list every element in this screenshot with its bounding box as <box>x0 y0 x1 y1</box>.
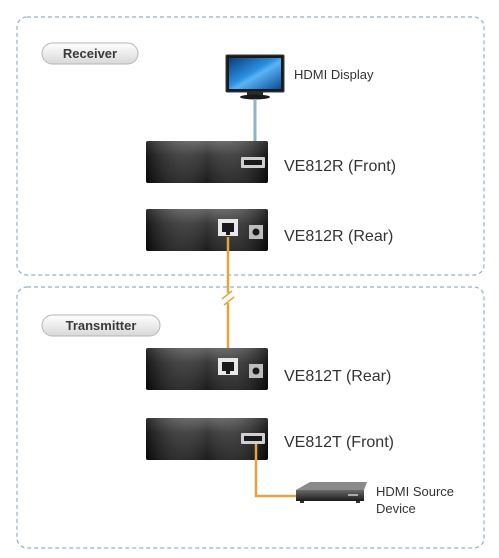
hdmi-port-icon <box>241 433 265 444</box>
hdmi-source-label-line1: HDMI Source <box>376 484 454 499</box>
ve812t-front-label: VE812T (Front) <box>284 434 394 451</box>
ve812t-rear-device <box>146 348 268 390</box>
source-cable <box>254 444 300 498</box>
hdmi-port-icon <box>241 157 265 168</box>
ve812t-front-device <box>146 418 268 460</box>
hdmi-display-label: HDMI Display <box>294 67 374 82</box>
rj45-port-icon <box>218 219 238 236</box>
transmitter-section <box>16 286 485 549</box>
power-port-icon <box>249 225 263 239</box>
ve812r-front-device <box>146 141 268 183</box>
ve812r-rear-label: VE812R (Rear) <box>284 228 393 245</box>
hdmi-source-label-line2: Device <box>376 501 416 516</box>
ve812r-rear-device <box>146 209 268 251</box>
hdmi-display-icon <box>225 54 285 100</box>
cable-break-icon <box>221 290 235 306</box>
transmitter-pill: Transmitter <box>41 314 161 337</box>
hdmi-source-device-icon <box>296 482 367 503</box>
rj45-port-icon <box>218 358 238 375</box>
receiver-pill: Receiver <box>41 42 139 65</box>
ve812t-rear-label: VE812T (Rear) <box>284 368 391 385</box>
power-port-icon <box>249 364 263 378</box>
receiver-label: Receiver <box>63 46 117 61</box>
ve812r-front-label: VE812R (Front) <box>284 158 396 175</box>
transmitter-label: Transmitter <box>66 318 137 333</box>
